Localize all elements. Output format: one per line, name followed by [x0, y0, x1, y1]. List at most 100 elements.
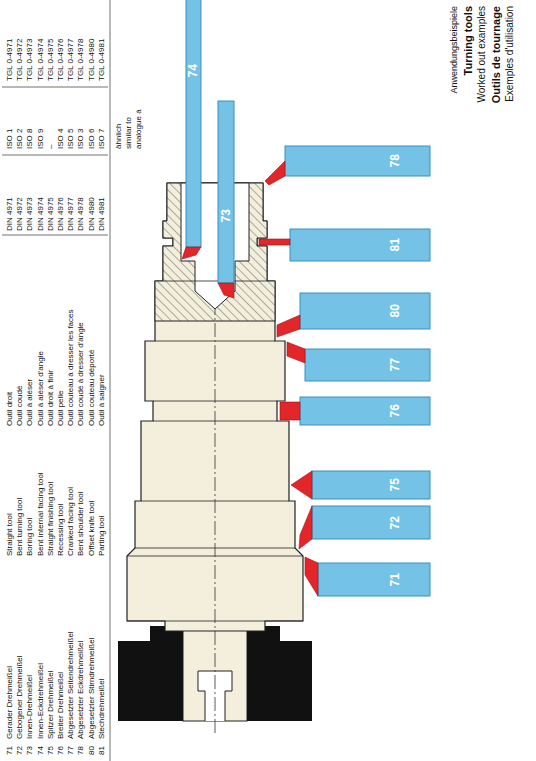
- table-cell: Recessing tool: [56, 504, 65, 556]
- tool-number-box: 76: [388, 402, 403, 419]
- table-cell: Outil coudé à dresser d'angle: [76, 322, 85, 426]
- callout-number: 74: [36, 746, 45, 755]
- tool-number-box: 81: [388, 236, 403, 253]
- callout-number: 81: [389, 238, 402, 251]
- table-cell: Outil droit: [5, 392, 14, 426]
- section-hatching: [155, 183, 275, 321]
- table-cell: Bent turning tool: [15, 498, 24, 556]
- table-cell: Breiter Drehmeißel: [56, 672, 65, 739]
- table-cell: TGL 0-4977: [66, 39, 75, 81]
- table-cell: Boring tool: [25, 518, 34, 556]
- table-cell: DIN 4971: [5, 197, 14, 231]
- table-cell: ISO 3: [76, 129, 85, 149]
- heading: Outils de tournage: [490, 6, 502, 103]
- table-cell: Straight finishing tool: [46, 482, 55, 556]
- column-header: similar to: [124, 117, 133, 149]
- tool-shanks: [186, 0, 430, 596]
- table-cell: Parting tool: [97, 516, 106, 556]
- table-cell: ISO 4: [56, 129, 65, 149]
- callout-number: 72: [15, 746, 24, 755]
- table-cell: ISO 6: [87, 129, 96, 149]
- callout-number: 75: [389, 478, 402, 491]
- callout-number: 78: [389, 154, 402, 167]
- table-cell: TGL 0-4981: [97, 39, 106, 81]
- table-cell: Cranked facing tool: [66, 487, 75, 556]
- table-cell: Innen-Eckdrehmeißel: [36, 663, 45, 739]
- table-cell: Outil à aléser d'angle: [36, 351, 45, 426]
- table-cell: TGL 0-4975: [46, 39, 55, 81]
- callout-number: 78: [76, 746, 85, 755]
- table-cell: Spitzer Drehmeißel: [46, 671, 55, 739]
- table-rules: [2, 0, 110, 761]
- callout-number: 76: [389, 404, 402, 417]
- callout-number: 74: [187, 64, 200, 77]
- tool-number-box: 74: [186, 62, 201, 79]
- callout-number: 81: [97, 746, 106, 755]
- table-cell: TGL 0-4980: [87, 39, 96, 81]
- table-cell: Innen-Drehmeißel: [25, 675, 34, 739]
- table-cell: TGL 0-4972: [15, 39, 24, 81]
- table-cell: DIN 4980: [87, 197, 96, 231]
- table-cell: TGL 0-4973: [25, 39, 34, 81]
- heading: Exemples d'utilisation: [504, 6, 516, 102]
- table-cell: DIN 4976: [56, 197, 65, 231]
- callout-number: 73: [25, 746, 34, 755]
- tool-number-box: 72: [388, 514, 403, 531]
- table-cell: Outil couteau déporté: [87, 350, 96, 427]
- tool-number-box: 78: [388, 152, 403, 169]
- heading: Worked out examples: [476, 6, 488, 103]
- table-cell: DIN 4973: [25, 197, 34, 231]
- table-cell: Bent internal facing tool: [36, 472, 45, 556]
- table-cell: DIN 4981: [97, 197, 106, 231]
- tool-number-box: 80: [388, 302, 403, 319]
- callout-number: 71: [5, 746, 14, 755]
- table-cell: TGL 0-4971: [5, 39, 14, 81]
- table-cell: ISO 7: [97, 129, 106, 149]
- column-header: analogue à: [134, 109, 143, 149]
- table-cell: TGL 0-4978: [76, 39, 85, 81]
- table-cell: Abgesetzter Seitendrehmeißel: [66, 631, 75, 739]
- table-cell: –: [46, 145, 55, 149]
- tool-number-box: 75: [388, 476, 403, 493]
- heading: Turning tools: [462, 6, 474, 75]
- callout-number: 75: [46, 746, 55, 755]
- table-cell: ISO 1: [5, 129, 14, 149]
- table-cell: ISO 2: [15, 129, 24, 149]
- column-header: ähnlich: [114, 124, 123, 149]
- table-cell: Bent shoulder tool: [76, 492, 85, 557]
- table-cell: Outil couteau à dresser les faces: [66, 309, 75, 426]
- table-cell: ISO 9: [36, 129, 45, 149]
- table-cell: DIN 4975: [46, 197, 55, 231]
- table-cell: Straight tool: [5, 513, 14, 556]
- callout-number: 71: [389, 573, 402, 586]
- table-cell: Abgesetzter Eckdrehmeißel: [76, 641, 85, 739]
- table-cell: Outil à saigner: [97, 374, 106, 426]
- table-cell: Outil droit à finir: [46, 370, 55, 426]
- callout-number: 72: [389, 516, 402, 529]
- table-cell: DIN 4972: [15, 197, 24, 231]
- table-cell: Stechdrehmeißel: [97, 679, 106, 739]
- callout-number: 76: [56, 746, 65, 755]
- carbide-tips: [182, 161, 318, 596]
- table-cell: DIN 4974: [36, 197, 45, 231]
- tool-number-box: 71: [388, 571, 403, 588]
- callout-number: 77: [66, 746, 75, 755]
- table-cell: Outil coudé: [15, 386, 24, 426]
- table-cell: DIN 4978: [76, 197, 85, 231]
- table-cell: Outil à aléser: [25, 379, 34, 426]
- table-cell: ISO 5: [66, 129, 75, 149]
- tool-number-box: 73: [219, 207, 234, 224]
- tool-number-box: 77: [388, 356, 403, 373]
- heading: Anwendungsbeispiele: [448, 6, 460, 94]
- table-cell: Gerader Drehmeißel: [5, 666, 14, 739]
- table-cell: ISO 8: [25, 129, 34, 149]
- centerline: [215, 309, 216, 733]
- table-cell: Abgesetzter Stirndrehmeißel: [87, 638, 96, 739]
- table-cell: Outil pelle: [56, 390, 65, 426]
- callout-number: 73: [220, 209, 233, 222]
- table-cell: Gebogener Drehmeißel: [15, 655, 24, 739]
- callout-number: 80: [389, 304, 402, 317]
- table-cell: TGL 0-4976: [56, 39, 65, 81]
- table-cell: TGL 0-4974: [36, 39, 45, 81]
- callout-number: 80: [87, 746, 96, 755]
